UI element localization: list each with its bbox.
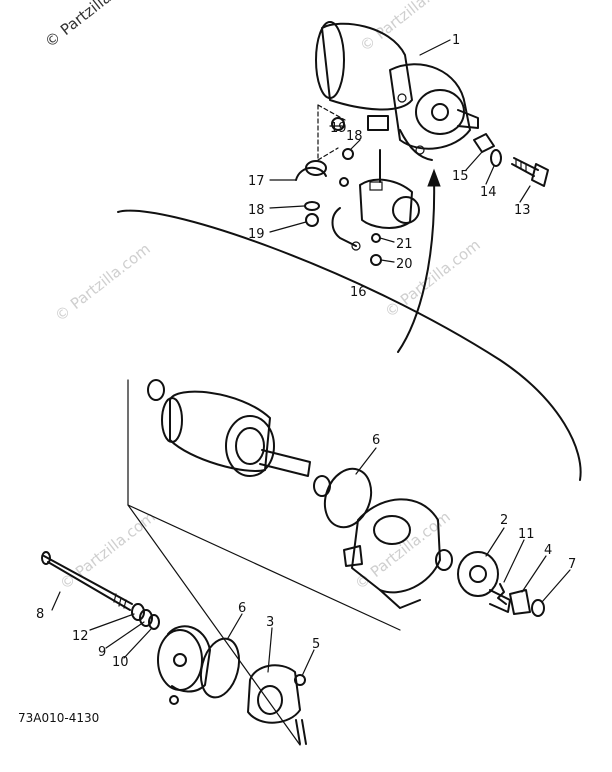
bolt-13 [511, 157, 549, 187]
starter-motor-assembly [315, 21, 479, 161]
clip-7 [531, 599, 545, 617]
part-label: 18 [346, 129, 363, 144]
part-label: 15 [452, 169, 469, 184]
watermark: © Partzilla.com [56, 508, 158, 593]
lead-wire-17 [295, 160, 349, 187]
spring-11 [497, 583, 507, 605]
part-label: 14 [480, 185, 497, 200]
part-callouts: 1 2 3 4 5 6 6 7 8 9 10 11 12 13 14 15 16… [36, 33, 576, 670]
rear-cover [157, 625, 211, 705]
bushing-15 [473, 133, 495, 153]
part-label: 19 [248, 227, 265, 242]
part-label: 8 [36, 607, 44, 622]
washer-14 [490, 149, 502, 167]
gasket-6-upper [323, 467, 373, 529]
screw-5 [294, 674, 306, 686]
part-label: 5 [312, 637, 320, 652]
part-label: 3 [266, 615, 274, 630]
part-label: 6 [372, 433, 380, 448]
part-label: 19 [330, 121, 347, 136]
o-ring [147, 379, 165, 401]
assembly-separator-curve [117, 209, 582, 481]
part-label: 20 [396, 257, 413, 272]
washer-21 [371, 233, 381, 243]
solenoid-16 [331, 115, 420, 251]
watermark: © Partzilla.com [51, 240, 153, 325]
watermark-corner: © Partzilla [41, 0, 114, 51]
washer [313, 475, 331, 497]
diagram-code: 73A010-4130 [18, 711, 99, 725]
part-label: 10 [112, 655, 129, 670]
part-label: 13 [514, 203, 531, 218]
part-label: 1 [452, 33, 460, 48]
washer-9 [139, 609, 153, 627]
front-cover [343, 498, 441, 609]
washer-12 [131, 603, 145, 621]
part-label: 11 [518, 527, 535, 542]
assembly-arrow [397, 177, 436, 353]
washer-10 [148, 614, 160, 630]
part-label: 2 [500, 513, 508, 528]
screw-bottom [295, 719, 307, 745]
part-label: 18 [248, 203, 265, 218]
part-label: 17 [248, 174, 265, 189]
part-label: 7 [568, 557, 576, 572]
nut-19-lower [305, 213, 319, 227]
gasket-6-lower [199, 637, 241, 699]
brush-plate-3 [247, 664, 301, 724]
part-label: 6 [238, 601, 246, 616]
through-bolt-8 [41, 551, 133, 611]
nut-19-upper [331, 117, 345, 131]
pinion-gear-2 [435, 549, 511, 613]
part-label: 4 [544, 543, 552, 558]
yoke-armature [161, 390, 311, 477]
stopper-4 [509, 589, 531, 615]
washer-18-upper [342, 148, 354, 160]
washer-18-lower [304, 201, 320, 211]
part-label: 12 [72, 629, 89, 644]
screw-20 [370, 254, 382, 266]
part-label: 16 [350, 285, 367, 300]
part-label: 9 [98, 645, 106, 660]
part-label: 21 [396, 237, 413, 252]
